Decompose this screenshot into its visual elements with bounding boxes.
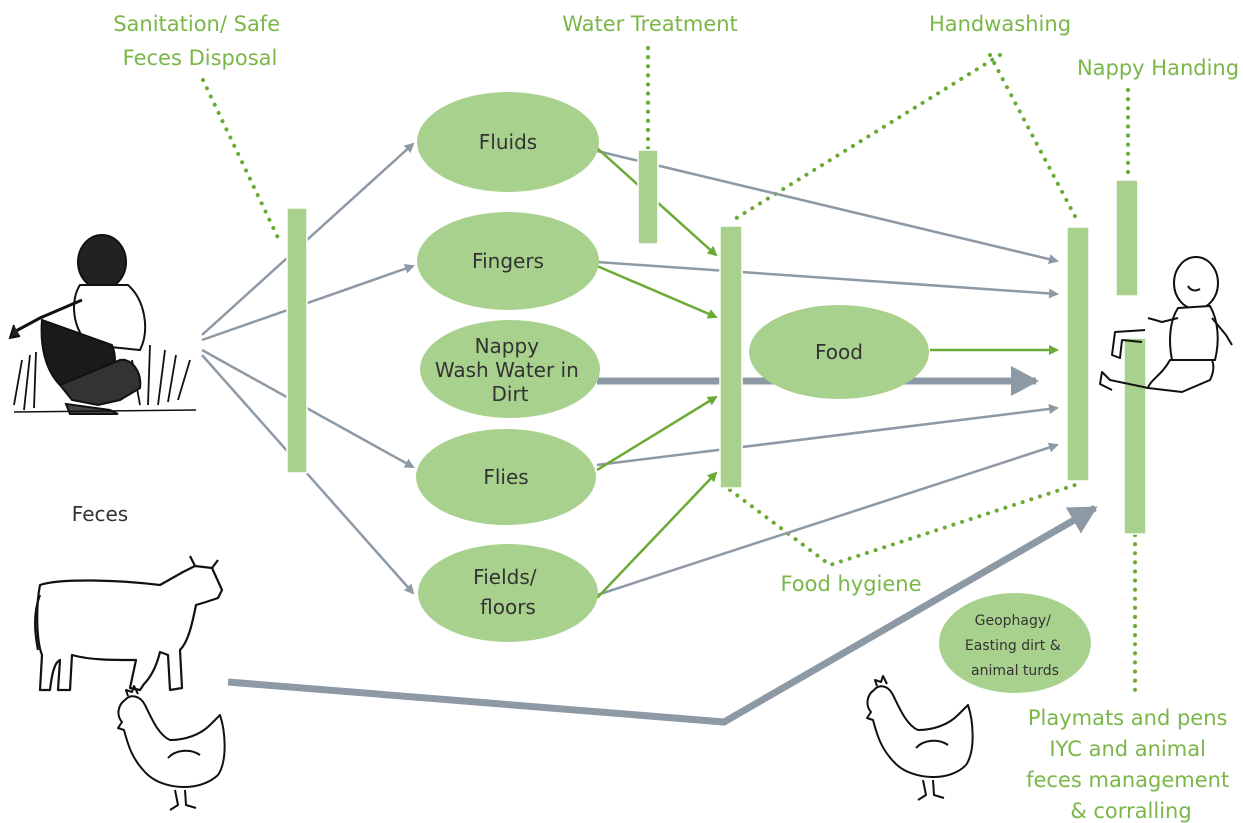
food-hygiene-label: Food hygiene xyxy=(780,572,921,596)
handwashing-label: Handwashing xyxy=(929,12,1071,36)
node-fingers: Fingers xyxy=(417,212,599,310)
node-food: Food xyxy=(749,305,929,399)
nappy-handing-label: Nappy Handing xyxy=(1077,56,1239,80)
node-flies: Flies xyxy=(416,429,596,525)
node-fluids-label: Fluids xyxy=(479,130,537,154)
cow-icon xyxy=(34,555,224,692)
playmats-label: Playmats and pens IYC and animal feces m… xyxy=(1026,706,1236,823)
feces-label: Feces xyxy=(72,502,128,526)
node-nappy-label: Nappy Wash Water in Dirt xyxy=(435,334,585,406)
node-fingers-label: Fingers xyxy=(472,249,544,273)
baby-icon xyxy=(1099,256,1233,393)
node-fields: Fields/ floors xyxy=(418,544,598,642)
node-flies-label: Flies xyxy=(483,465,528,489)
squatting-person-icon xyxy=(8,234,197,415)
water-treatment-barrier xyxy=(637,149,659,245)
handwashing-barrier-child xyxy=(1066,226,1090,482)
node-fields-label: Fields/ floors xyxy=(473,565,543,619)
handwashing-barrier xyxy=(719,225,743,489)
node-fluids: Fluids xyxy=(417,92,599,192)
playmats-barrier xyxy=(1123,337,1147,535)
barrier-bars xyxy=(286,149,1147,535)
grey-arrows xyxy=(201,142,1059,597)
node-food-label: Food xyxy=(815,340,863,364)
water-treatment-label: Water Treatment xyxy=(562,12,738,36)
sanitation-barrier xyxy=(286,207,308,474)
node-geophagy: Geophagy/ Easting dirt & animal turds xyxy=(939,593,1091,693)
nappy-handling-barrier xyxy=(1115,179,1139,297)
hen-icon xyxy=(117,685,226,811)
hen-icon xyxy=(866,675,974,801)
node-geophagy-label: Geophagy/ Easting dirt & animal turds xyxy=(965,613,1065,679)
sanitation-label: Sanitation/ Safe Feces Disposal xyxy=(113,12,287,70)
node-nappy: Nappy Wash Water in Dirt xyxy=(420,320,600,418)
